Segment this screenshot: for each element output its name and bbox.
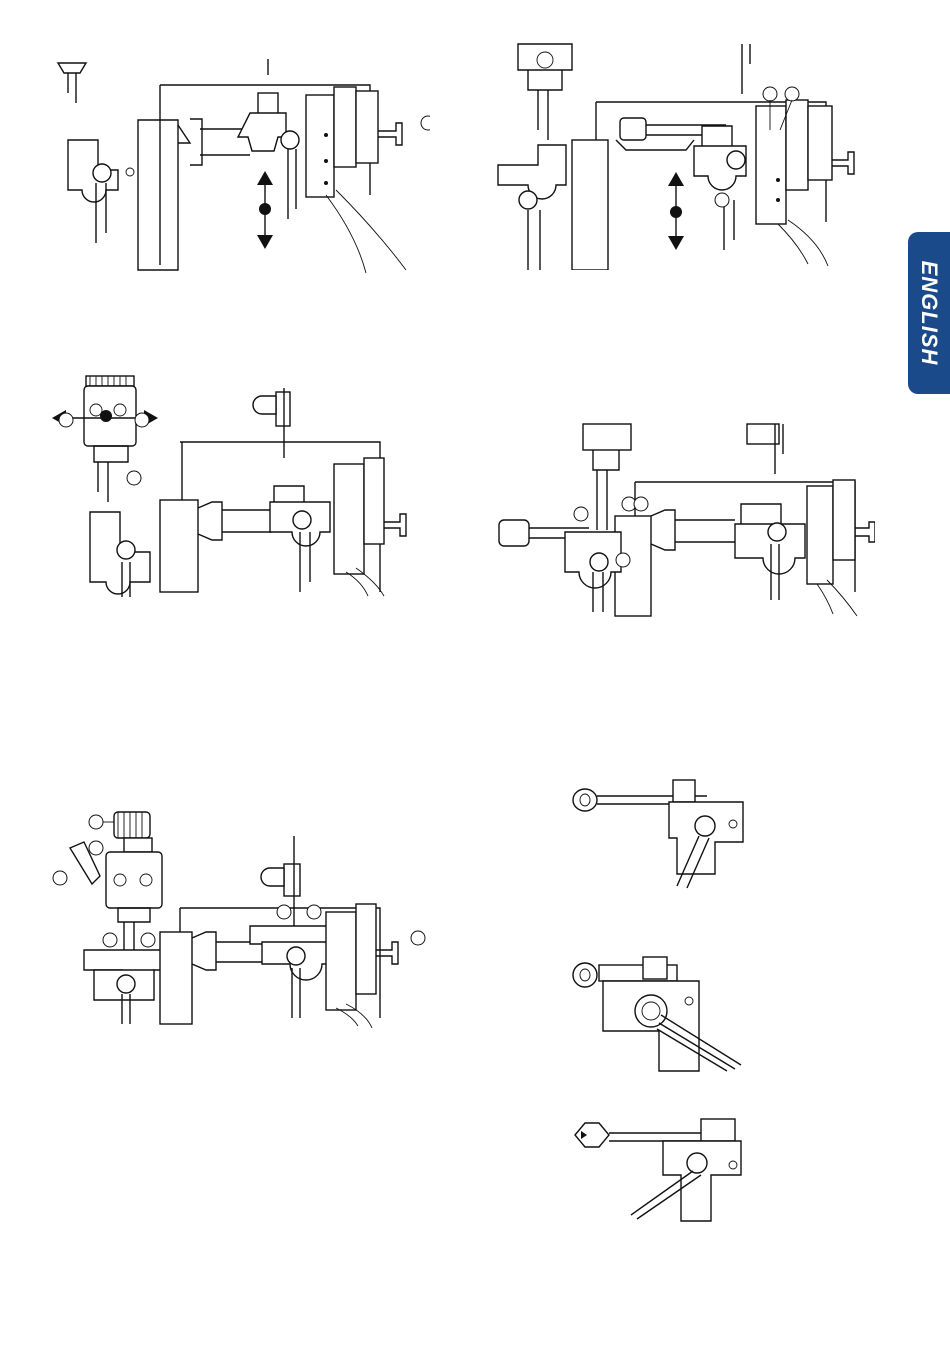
machine-clamp-vertical-adjust-icon [50,55,430,275]
clamp-key-rotated-detail-icon [565,955,750,1073]
figure-key-ring-detail [565,778,750,890]
machine-clamp-key-inserted-icon [488,40,868,270]
machine-clamp-horizontal-adjust-icon [50,372,440,597]
figure-machine-vertical-adjust [50,55,430,275]
clamp-key-ring-detail-icon [565,778,750,890]
figure-machine-horizontal-adjust [50,372,440,597]
machine-clamp-key-left-icon [495,420,875,620]
machine-clamp-knob-adjust-icon [50,808,435,1028]
figure-machine-key-left [495,420,875,620]
figure-machine-knob-adjust [50,808,435,1028]
language-tab[interactable]: ENGLISH [908,232,950,394]
figure-machine-key-inserted [488,40,868,270]
clamp-key-cross-detail-icon [565,1115,750,1225]
language-tab-label: ENGLISH [916,261,942,366]
figure-key-cross-detail [565,1115,750,1225]
figure-key-rotated-detail [565,955,750,1073]
